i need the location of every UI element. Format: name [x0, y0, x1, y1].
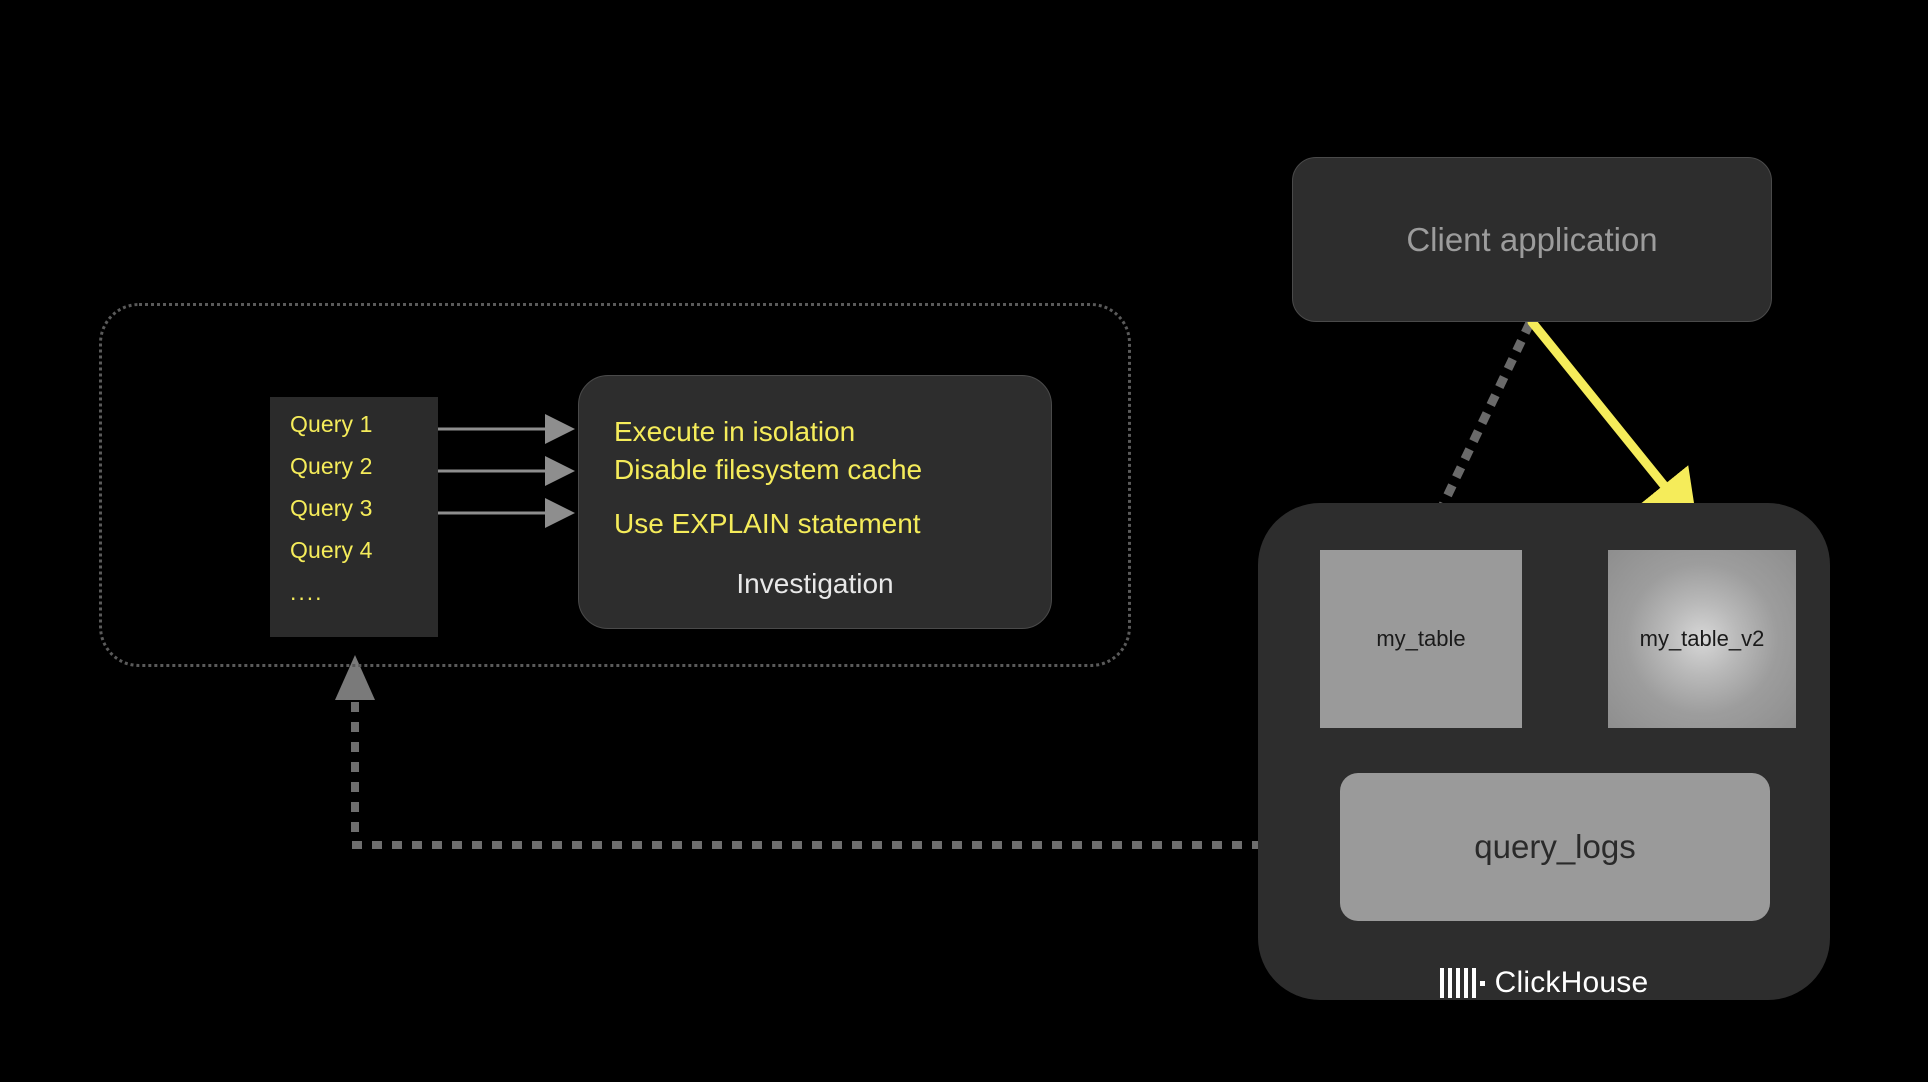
investigation-step-2: Disable filesystem cache [614, 454, 923, 485]
arrow-client-to-mytablev2 [1527, 317, 1698, 528]
clickhouse-brand: ClickHouse [1258, 963, 1830, 1003]
table-node-my-table-v2[interactable]: my_table_v2 [1608, 550, 1796, 728]
investigation-step-3: Use EXPLAIN statement [614, 508, 921, 539]
table-node-my-table[interactable]: my_table [1320, 550, 1522, 728]
arrow-querylogs-to-querylist [335, 655, 1342, 849]
query-list: Query 1 Query 2 Query 3 Query 4 .... [270, 397, 438, 637]
clickhouse-brand-text: ClickHouse [1494, 966, 1649, 999]
investigation-caption: Investigation [736, 568, 894, 599]
client-application-label: Client application [1406, 220, 1658, 258]
query-logs-label: query_logs [1474, 828, 1636, 865]
client-application-node: Client application [1292, 157, 1772, 322]
investigation-card: Execute in isolation Disable filesystem … [578, 375, 1052, 629]
clickhouse-logo-icon [1439, 968, 1485, 998]
query-logs-node[interactable]: query_logs [1340, 773, 1770, 921]
table-label: my_table_v2 [1639, 626, 1765, 651]
list-item[interactable]: Query 1 [290, 411, 373, 437]
investigation-step-1: Execute in isolation [614, 416, 856, 447]
list-item[interactable]: Query 3 [290, 495, 373, 521]
table-label: my_table [1376, 626, 1466, 651]
list-item[interactable]: Query 2 [290, 453, 373, 479]
list-item-more[interactable]: .... [290, 579, 324, 605]
investigation-scope-outline [99, 303, 1131, 667]
list-item[interactable]: Query 4 [290, 537, 373, 563]
